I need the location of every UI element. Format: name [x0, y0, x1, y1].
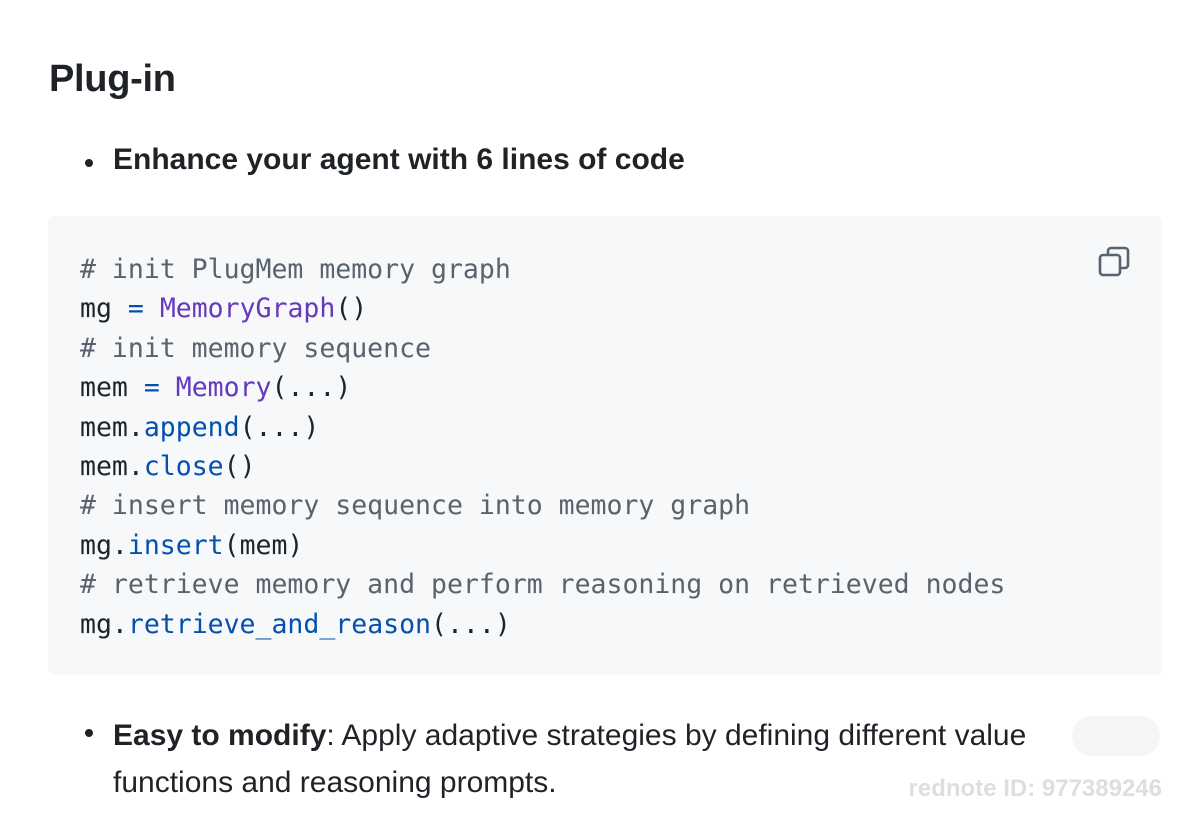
code-token-class: Memory — [175, 372, 272, 404]
code-line: mg.insert(mem) — [80, 526, 1005, 565]
bullet-dot — [85, 159, 93, 167]
copy-button[interactable] — [1094, 242, 1134, 282]
code-token-comment: # insert memory sequence into memory gra… — [80, 490, 751, 522]
code-token-method: append — [143, 411, 240, 443]
code-token-plain: mg. — [80, 608, 128, 640]
code-token-op: = — [127, 293, 144, 325]
bullet-text-easy-modify: Easy to modify: Apply adaptive strategie… — [113, 712, 1113, 806]
code-token-plain: mem. — [80, 450, 144, 482]
code-line: mem.append(...) — [80, 408, 1005, 447]
code-token-plain: mem. — [80, 411, 144, 443]
bullet-text-enhance: Enhance your agent with 6 lines of code — [113, 143, 685, 176]
code-line: # init memory sequence — [80, 329, 1005, 368]
code-token-method: retrieve_and_reason — [127, 608, 432, 640]
code-token-plain: (...) — [271, 372, 352, 404]
code-token-class: MemoryGraph — [159, 293, 336, 325]
code-token-plain: () — [335, 293, 368, 325]
bullet-description: : Apply adaptive strategies by defining … — [113, 719, 1027, 799]
code-content[interactable]: # init PlugMem memory graph mg = MemoryGr… — [80, 250, 1005, 644]
code-token-plain: mg. — [80, 529, 128, 561]
code-block: # init PlugMem memory graph mg = MemoryGr… — [48, 216, 1162, 675]
code-token-plain — [144, 293, 160, 324]
code-line: mem.close() — [80, 447, 1005, 486]
code-line: # insert memory sequence into memory gra… — [80, 486, 1005, 525]
code-line: mg.retrieve_and_reason(...) — [80, 605, 1005, 644]
code-token-plain: () — [223, 450, 256, 482]
watermark-text: rednote ID: 977389246 — [908, 775, 1162, 802]
code-line: # retrieve memory and perform reasoning … — [80, 565, 1005, 604]
bullet-bold-label: Easy to modify — [113, 719, 327, 752]
code-token-comment: # retrieve memory and perform reasoning … — [80, 569, 1006, 601]
code-token-plain: (...) — [239, 411, 320, 443]
code-line: mg = MemoryGraph() — [80, 289, 1005, 328]
watermark-logo — [1072, 716, 1160, 756]
code-token-comment: # init PlugMem memory graph — [80, 254, 511, 285]
code-token-method: close — [143, 450, 224, 482]
code-token-plain: mem — [80, 372, 144, 404]
code-token-method: insert — [127, 529, 224, 561]
bullet-dot — [85, 729, 93, 737]
code-token-plain — [160, 372, 176, 403]
code-token-plain: mg — [80, 293, 128, 325]
code-line: mem = Memory(...) — [80, 368, 1005, 407]
code-token-comment: # init memory sequence — [80, 332, 431, 364]
code-line: # init PlugMem memory graph — [80, 250, 1005, 289]
code-token-plain: (...) — [431, 608, 511, 640]
code-token-plain: (mem) — [223, 529, 304, 561]
copy-icon — [1098, 246, 1130, 277]
section-heading: Plug-in — [49, 58, 176, 100]
code-token-op: = — [143, 372, 160, 404]
